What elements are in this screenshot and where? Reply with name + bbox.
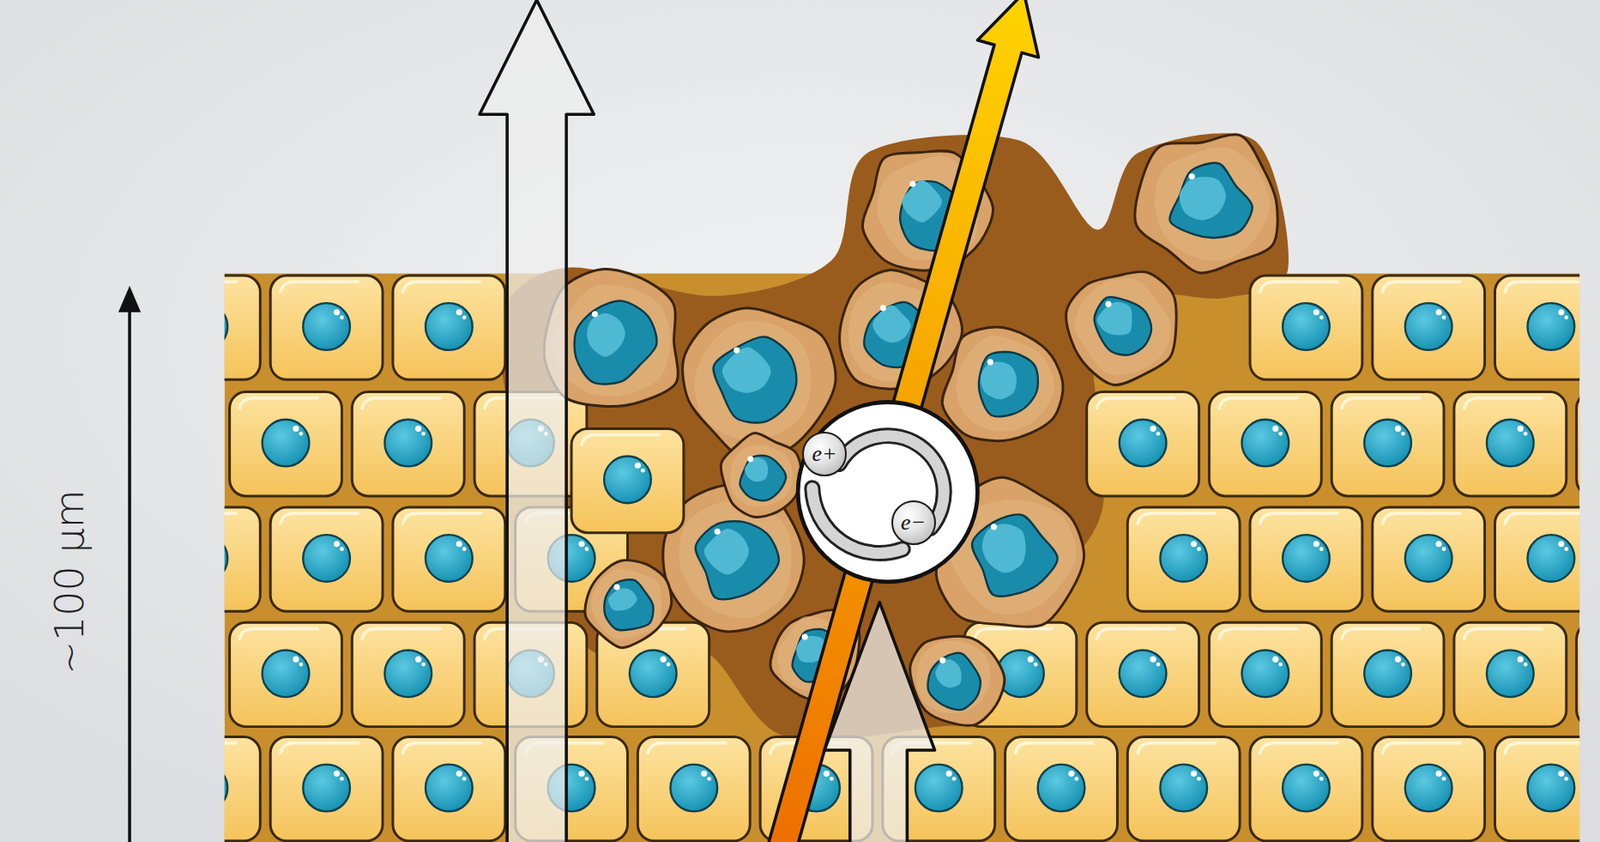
gamma-arrow [751,0,1055,842]
healthy-cell [1454,621,1567,726]
healthy-cell [224,736,261,841]
healthy-cell [351,392,465,496]
healthy-cell [1005,736,1118,841]
photon-arrow [824,602,935,842]
healthy-cell [1576,392,1581,496]
healthy-cell [270,507,383,611]
healthy-cell [1127,507,1240,611]
particle-circle: e− [891,500,936,545]
photon-arrow [479,0,594,842]
tumor-cell [720,433,802,518]
healthy-cell [392,275,506,380]
dimension-label: ~100 μm [46,489,93,674]
healthy-cell [1576,621,1581,726]
scale-arrow [118,285,141,842]
healthy-cell [351,621,465,726]
tumor-cell [1135,134,1278,273]
healthy-cell [1494,275,1580,380]
healthy-cell [1086,392,1200,496]
healthy-cell [1127,736,1240,841]
healthy-cell [1249,507,1363,611]
healthy-cell [1372,736,1486,841]
healthy-cell [1249,736,1363,841]
particle-circle: e+ [802,431,847,477]
healthy-cell [392,736,506,841]
healthy-cell [270,275,383,380]
healthy-cell [229,392,343,496]
healthy-cell [1208,621,1322,726]
healthy-cell [1494,507,1580,611]
healthy-cell [1331,392,1444,496]
healthy-cell [1249,275,1363,380]
healthy-cell [229,621,343,726]
particle-label: e+ [811,442,837,465]
healthy-cell [224,507,261,611]
particle-label: e− [900,511,926,534]
healthy-cell [1208,392,1322,496]
tumor-cell [910,635,1005,725]
healthy-cell [1331,621,1444,726]
positronium-symbol [797,402,978,582]
healthy-cell [1086,621,1200,726]
healthy-cell [637,736,750,841]
healthy-cell [1454,392,1567,496]
tumor-cell [941,326,1063,441]
healthy-cell [270,736,383,841]
healthy-cell [1494,736,1580,841]
tumor-cell [1066,271,1178,385]
beam-arrows [479,0,1055,842]
healthy-cell [1372,507,1486,611]
healthy-cell [224,275,261,380]
healthy-cell [392,507,506,611]
tumor-cell [585,560,672,648]
healthy-cell [1372,275,1486,380]
healthy-cell [571,428,684,532]
